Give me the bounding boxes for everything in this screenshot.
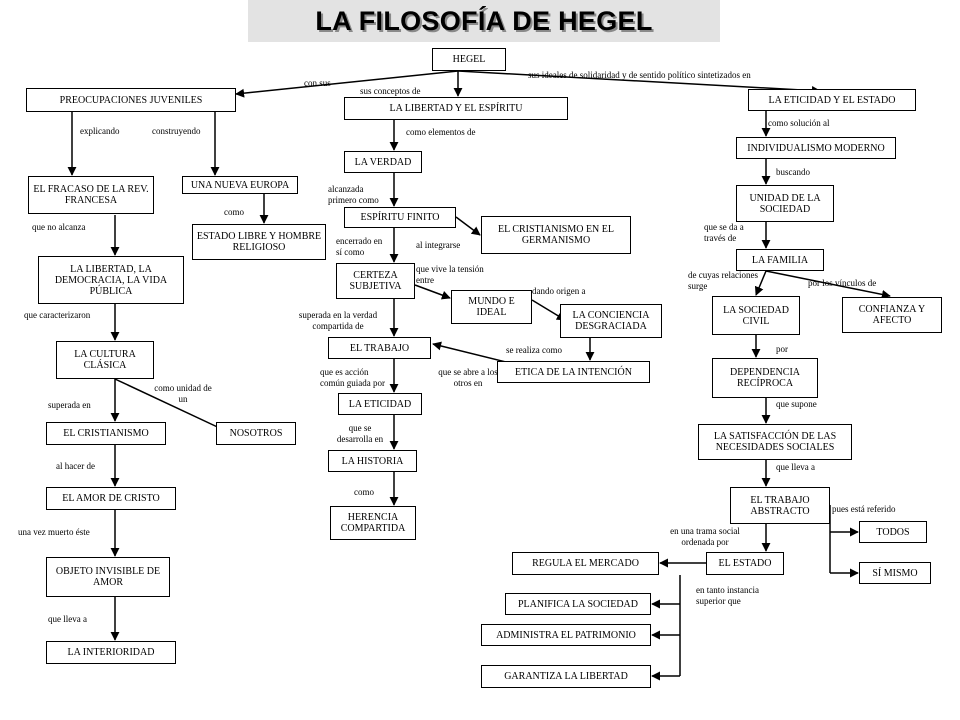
link-label: una vez muerto éste (18, 527, 90, 537)
node-herencia-compartida: HERENCIA COMPARTIDA (330, 506, 416, 540)
page-title: LA FILOSOFÍA DE HEGEL (315, 5, 653, 36)
node-eticidad: LA ETICIDAD (338, 393, 422, 415)
node-fracaso-revolucion: EL FRACASO DE LA REV. FRANCESA (28, 176, 154, 214)
link-label: que lleva a (48, 614, 87, 624)
link-label: construyendo (152, 126, 201, 136)
title-banner: LA FILOSOFÍA DE HEGEL (248, 0, 720, 42)
node-confianza-afecto: CONFIANZA Y AFECTO (842, 297, 942, 333)
node-eticidad-estado: LA ETICIDAD Y EL ESTADO (748, 89, 916, 111)
node-nueva-europa: UNA NUEVA EUROPA (182, 176, 298, 194)
link-label: que es acción común guiada por (320, 367, 385, 388)
link-label: como (224, 207, 244, 217)
node-libertad-espiritu: LA LIBERTAD Y EL ESPÍRITU (344, 97, 568, 120)
node-trabajo: EL TRABAJO (328, 337, 431, 359)
link-label: por los vínculos de (808, 278, 877, 288)
link-label: que lleva a (776, 462, 815, 472)
node-etica-intencion: ETICA DE LA INTENCIÓN (497, 361, 650, 383)
node-nosotros: NOSOTROS (216, 422, 296, 445)
link-label: buscando (776, 167, 810, 177)
node-preocupaciones-juveniles: PREOCUPACIONES JUVENILES (26, 88, 236, 112)
node-libertad-democracia: LA LIBERTAD, LA DEMOCRACIA, LA VIDA PÚBL… (38, 256, 184, 304)
node-sociedad-civil: LA SOCIEDAD CIVIL (712, 296, 800, 335)
node-todos: TODOS (859, 521, 927, 543)
link-label: que se da a través de (704, 222, 744, 243)
node-conciencia-desgraciada: LA CONCIENCIA DESGRACIADA (560, 304, 662, 338)
link-label: dando origen a (532, 286, 586, 296)
link-label: por (776, 344, 788, 354)
node-dependencia-reciproca: DEPENDENCIA RECÍPROCA (712, 358, 818, 398)
node-espiritu-finito: ESPÍRITU FINITO (344, 207, 456, 228)
link-label: como elementos de (406, 127, 476, 137)
link-label: que supone (776, 399, 817, 409)
link-label: que caracterizaron (24, 310, 91, 320)
link-label: que se desarrolla en (336, 423, 384, 444)
link-label: sus ideales de solidaridad y de sentido … (528, 70, 751, 80)
link-label: como unidad de un (154, 383, 212, 404)
link-label: encerrado en sí como (336, 236, 383, 257)
node-planifica-sociedad: PLANIFICA LA SOCIEDAD (505, 593, 651, 615)
node-si-mismo: SÍ MISMO (859, 562, 931, 584)
node-unidad-sociedad: UNIDAD DE LA SOCIEDAD (736, 185, 834, 222)
link-label: en una trama social ordenada por (670, 526, 740, 547)
node-certeza-subjetiva: CERTEZA SUBJETIVA (336, 263, 415, 299)
node-interioridad: LA INTERIORIDAD (46, 641, 176, 664)
link-label: pues está referido (832, 504, 896, 514)
link-label: que no alcanza (32, 222, 86, 232)
node-satisfaccion-necesidades: LA SATISFACCIÓN DE LAS NECESIDADES SOCIA… (698, 424, 852, 460)
node-cristianismo-germanismo: EL CRISTIANISMO EN EL GERMANISMO (481, 216, 631, 254)
link-label: superada en (48, 400, 91, 410)
node-historia: LA HISTORIA (328, 450, 417, 472)
link-label: que se abre a los otros en (438, 367, 498, 388)
node-estado-libre: ESTADO LIBRE Y HOMBRE RELIGIOSO (192, 224, 326, 260)
link-label: al integrarse (416, 240, 461, 250)
link-label: sus conceptos de (360, 86, 421, 96)
link-label: con sus (304, 78, 331, 88)
node-mundo-ideal: MUNDO E IDEAL (451, 290, 532, 324)
link-label: explicando (80, 126, 120, 136)
node-cultura-clasica: LA CULTURA CLÁSICA (56, 341, 154, 379)
node-regula-mercado: REGULA EL MERCADO (512, 552, 659, 575)
node-objeto-invisible: OBJETO INVISIBLE DE AMOR (46, 557, 170, 597)
link-label: al hacer de (56, 461, 95, 471)
node-verdad: LA VERDAD (344, 151, 422, 173)
node-garantiza-libertad: GARANTIZA LA LIBERTAD (481, 665, 651, 688)
link-label: como (354, 487, 374, 497)
node-trabajo-abstracto: EL TRABAJO ABSTRACTO (730, 487, 830, 524)
node-estado: EL ESTADO (706, 552, 784, 575)
node-hegel: HEGEL (432, 48, 506, 71)
node-familia: LA FAMILIA (736, 249, 824, 271)
link-label: en tanto instancia superior que (696, 585, 759, 606)
link-label: como solución al (768, 118, 830, 128)
node-individualismo: INDIVIDUALISMO MODERNO (736, 137, 896, 159)
node-amor-cristo: EL AMOR DE CRISTO (46, 487, 176, 510)
node-cristianismo: EL CRISTIANISMO (46, 422, 166, 445)
link-label: que vive la tensión entre (416, 264, 484, 285)
node-administra-patrimonio: ADMINISTRA EL PATRIMONIO (481, 624, 651, 646)
link-label: se realiza como (506, 345, 562, 355)
link-label: alcanzada primero como (328, 184, 379, 205)
link-label: superada en la verdad compartida de (298, 310, 378, 331)
link-label: de cuyas relaciones surge (688, 270, 758, 291)
